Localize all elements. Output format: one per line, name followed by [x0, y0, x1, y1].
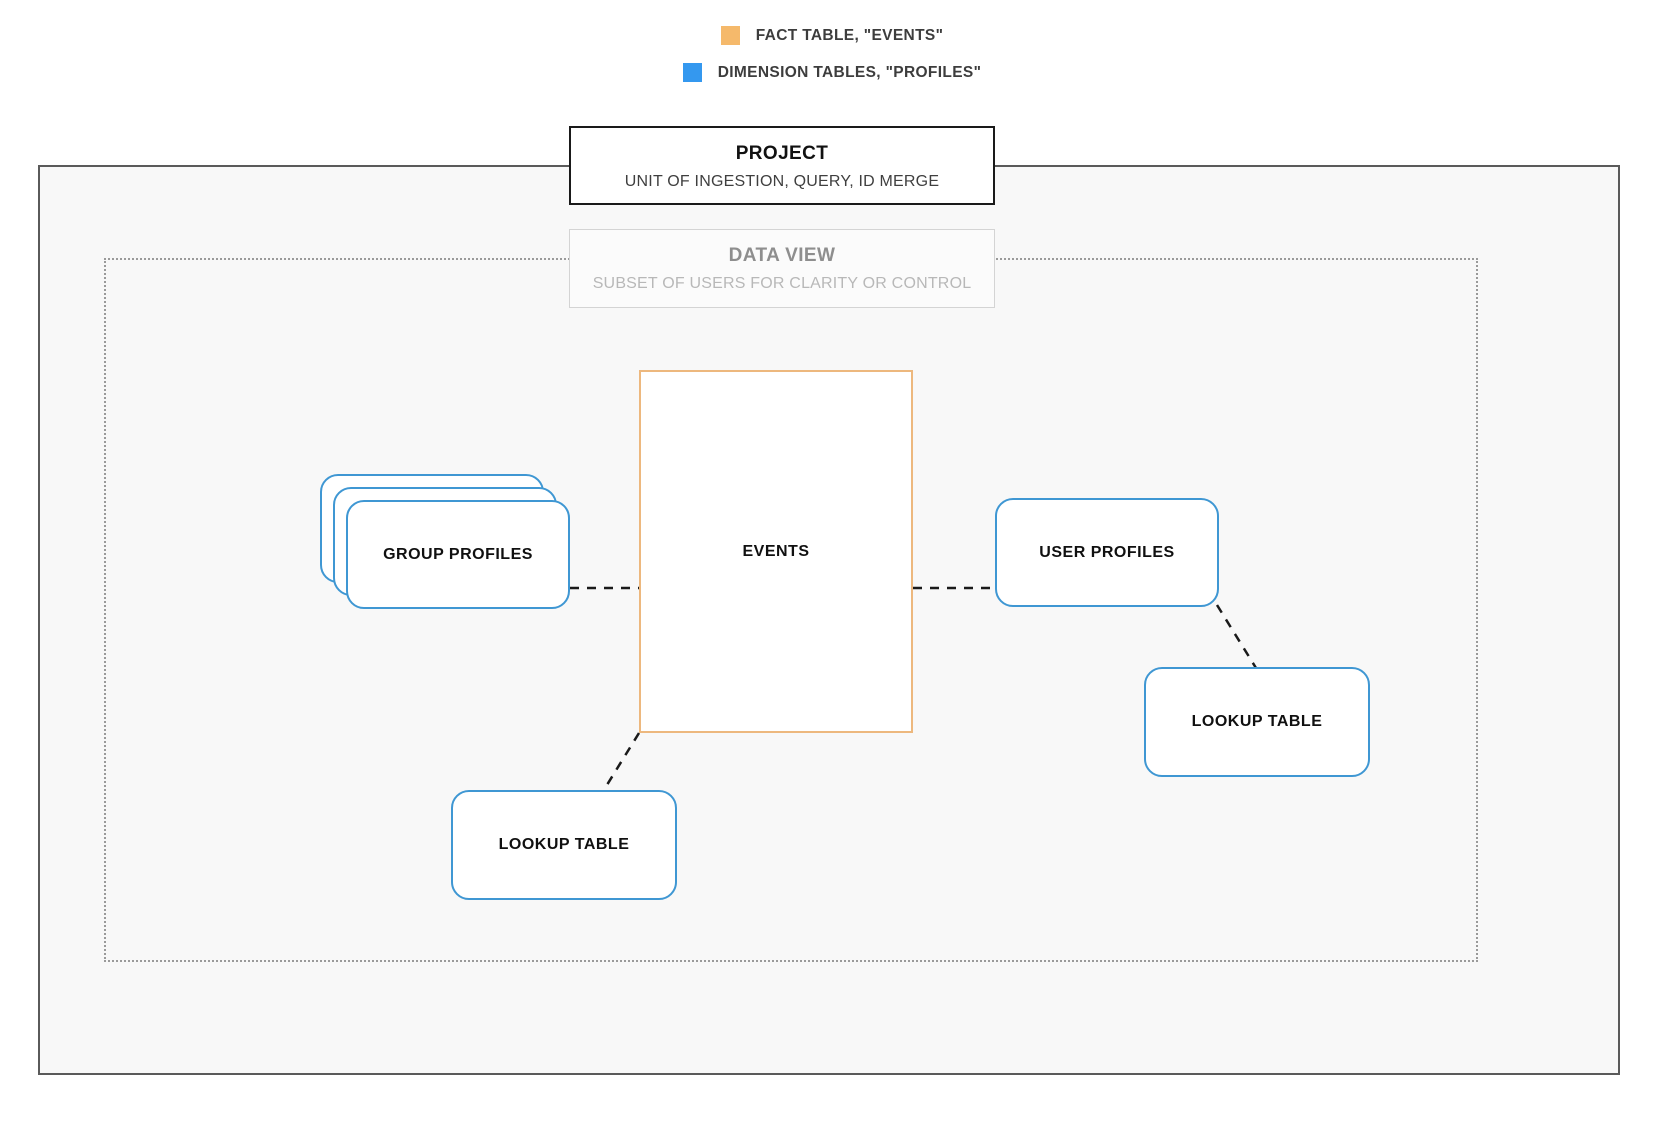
node-group-profiles[interactable]: GROUP PROFILES	[320, 474, 570, 609]
data-view-title: DATA VIEW	[728, 245, 836, 266]
square-swatch-icon	[720, 26, 740, 45]
legend-label-dimension-tables: DIMENSION TABLES, "PROFILES"	[717, 63, 982, 81]
legend-label-fact-table: FACT TABLE, "EVENTS"	[755, 26, 944, 44]
project-subtitle: UNIT OF INGESTION, QUERY, ID MERGE	[624, 172, 940, 190]
node-group-profiles-label: GROUP PROFILES	[383, 545, 533, 563]
data-view-subtitle: SUBSET OF USERS FOR CLARITY OR CONTROL	[592, 274, 972, 292]
project-header-box: PROJECT UNIT OF INGESTION, QUERY, ID MER…	[569, 126, 995, 205]
legend-item-fact-table: FACT TABLE, "EVENTS"	[720, 26, 944, 45]
node-lookup-table-left-label: LOOKUP TABLE	[498, 836, 630, 853]
node-events[interactable]: EVENTS	[639, 370, 913, 733]
legend-item-dimension-tables: DIMENSION TABLES, "PROFILES"	[682, 63, 982, 82]
node-lookup-table-left[interactable]: LOOKUP TABLE	[451, 790, 677, 900]
node-group-profiles-front[interactable]: GROUP PROFILES	[346, 500, 570, 609]
node-user-profiles-label: USER PROFILES	[1039, 543, 1175, 561]
data-view-header-box: DATA VIEW SUBSET OF USERS FOR CLARITY OR…	[569, 229, 995, 308]
node-lookup-table-right[interactable]: LOOKUP TABLE	[1144, 667, 1370, 777]
square-swatch-icon	[682, 63, 702, 82]
node-lookup-table-right-label: LOOKUP TABLE	[1191, 713, 1323, 730]
project-title: PROJECT	[735, 143, 829, 164]
node-events-label: EVENTS	[742, 542, 810, 560]
legend: FACT TABLE, "EVENTS" DIMENSION TABLES, "…	[0, 26, 1664, 82]
node-user-profiles[interactable]: USER PROFILES	[995, 498, 1219, 607]
